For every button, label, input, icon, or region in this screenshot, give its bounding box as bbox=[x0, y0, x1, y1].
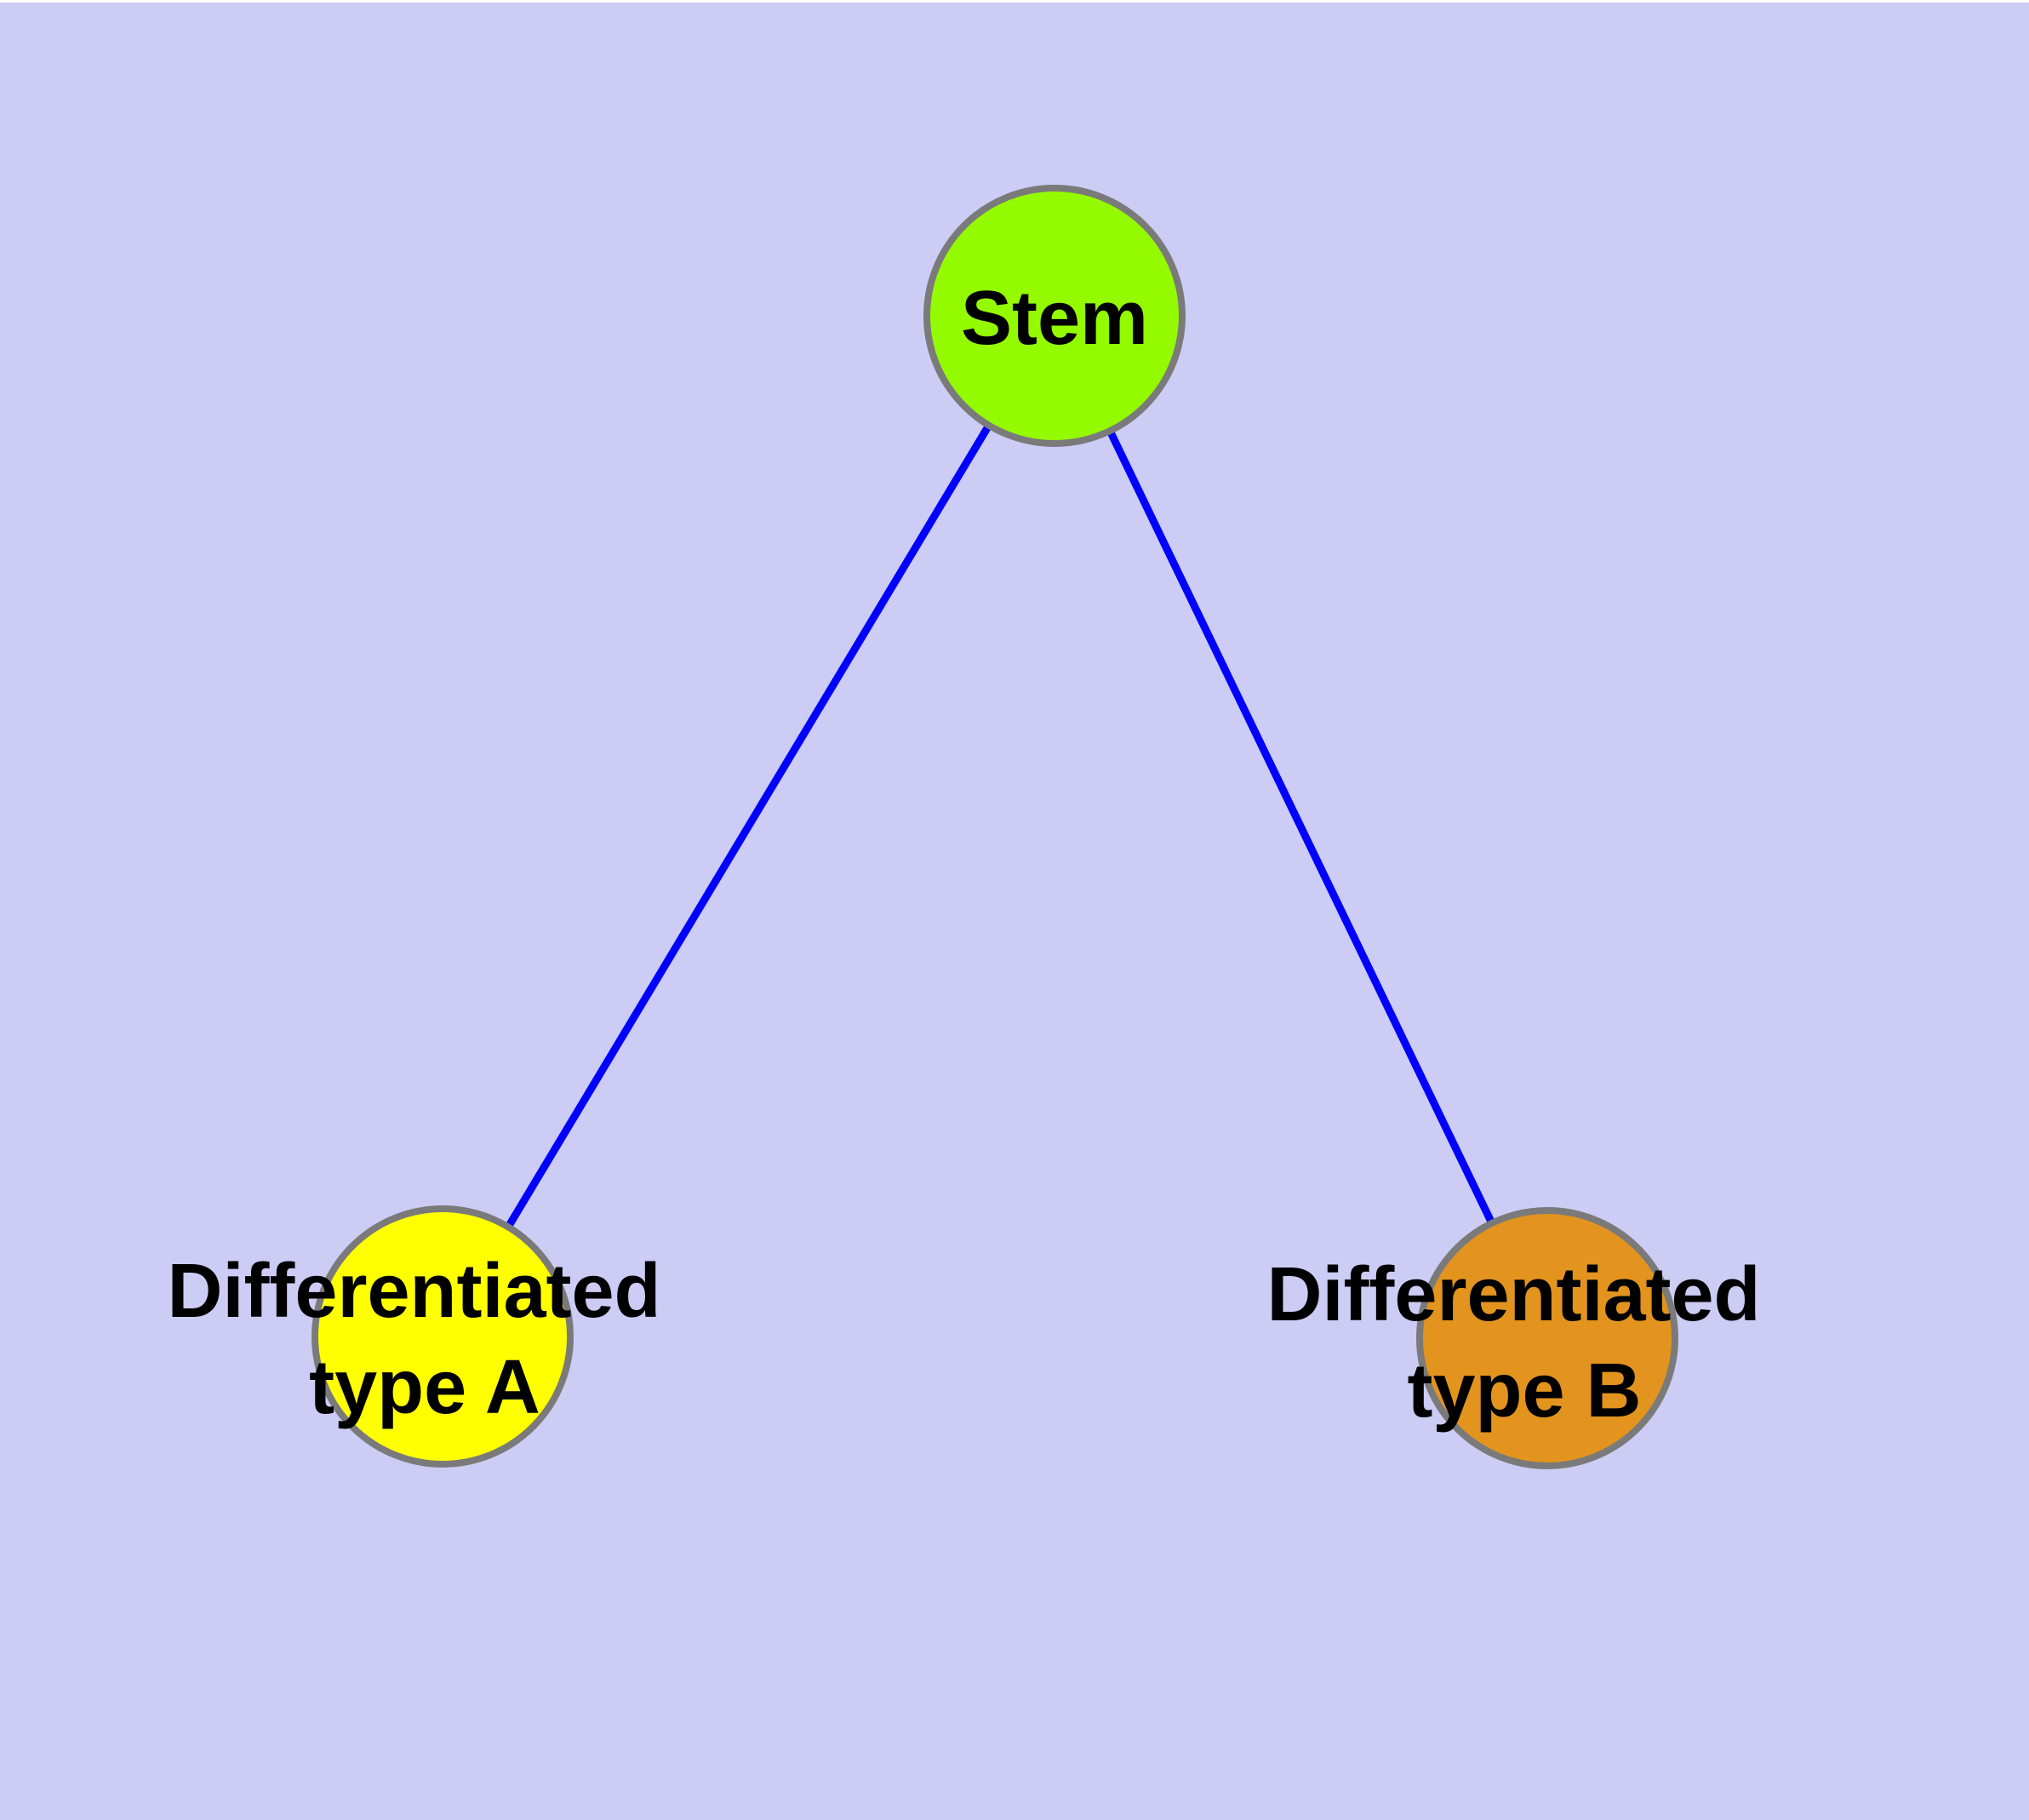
type-a-node-label: Differentiated type A bbox=[167, 1249, 682, 1430]
type-b-node-label-line2: type B bbox=[1407, 1348, 1641, 1434]
stem-node-circle bbox=[923, 185, 1186, 447]
edge-stem-to-type-a bbox=[439, 313, 1058, 1339]
edge-stem-to-type-b bbox=[1050, 314, 1552, 1340]
type-a-node-label-line1: Differentiated bbox=[167, 1249, 660, 1334]
type-a-node-label-line2: type A bbox=[309, 1345, 540, 1430]
type-a-node-circle bbox=[311, 1205, 574, 1468]
type-b-node-label-line1: Differentiated bbox=[1266, 1252, 1760, 1337]
type-b-node-label: Differentiated type B bbox=[1266, 1252, 1781, 1434]
stem-node-label: Stem bbox=[961, 276, 1148, 361]
type-b-node-circle bbox=[1416, 1207, 1678, 1469]
